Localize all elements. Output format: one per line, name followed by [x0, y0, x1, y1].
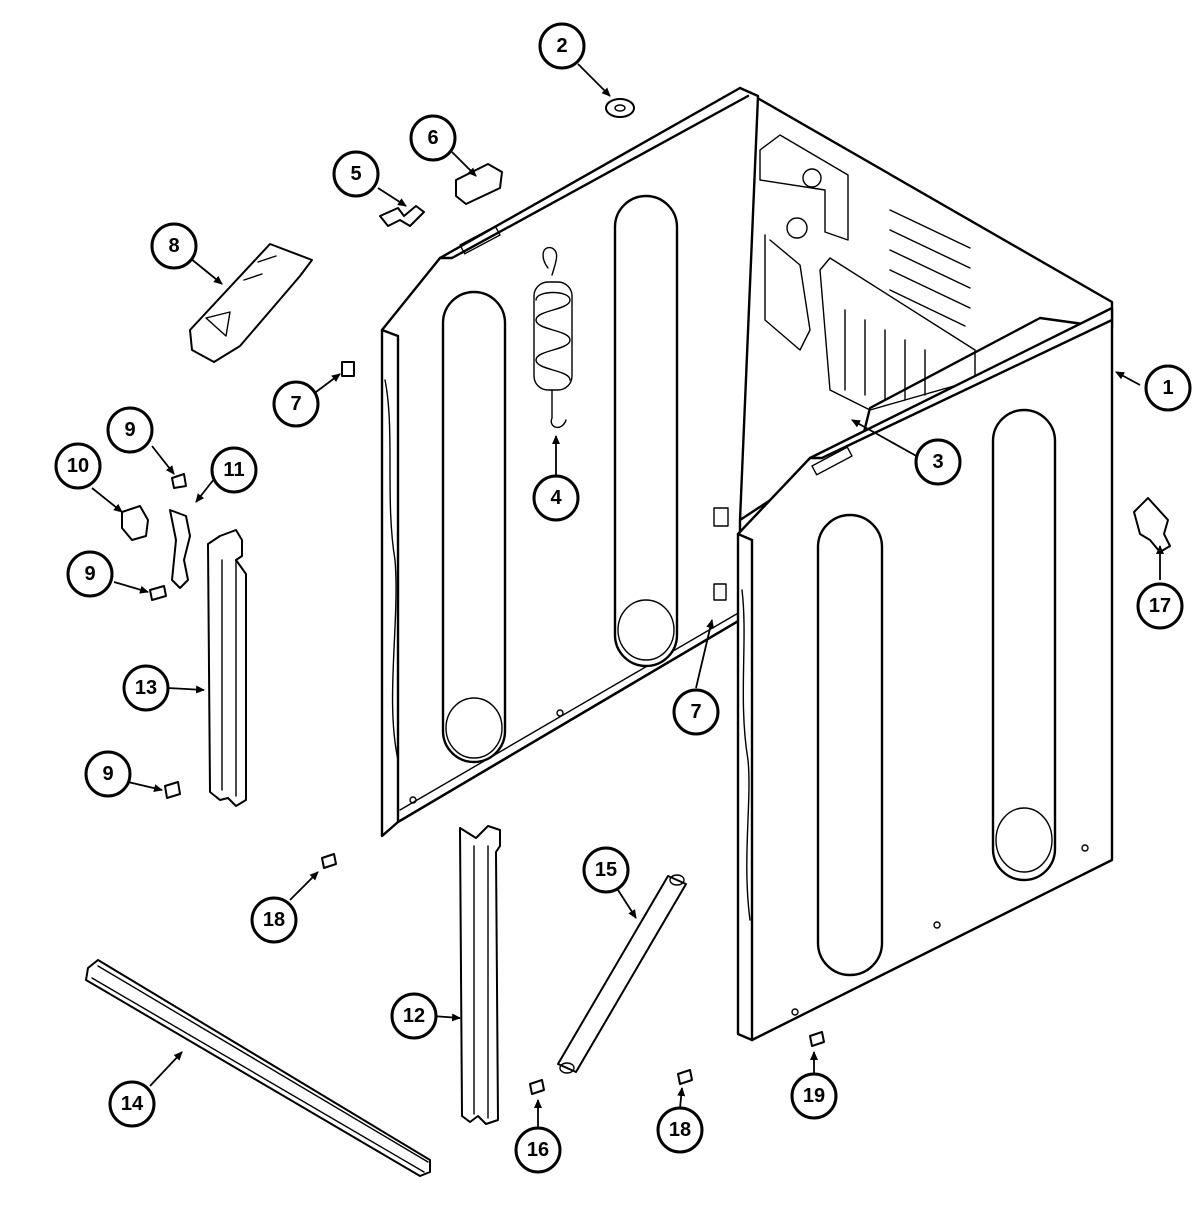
part-17-foot — [1133, 497, 1171, 553]
svg-text:9: 9 — [84, 563, 95, 585]
callout-1: 1 — [1144, 364, 1192, 412]
svg-text:12: 12 — [403, 1005, 425, 1027]
back-bracket — [759, 134, 849, 241]
callout-18-bottom: 18 — [656, 1106, 704, 1154]
leader-lines — [91, 63, 1164, 1130]
callout-12: 12 — [390, 992, 438, 1040]
part-9-screw-top — [171, 473, 187, 489]
part-19-screw — [809, 1031, 825, 1047]
svg-text:7: 7 — [690, 701, 701, 723]
svg-text:6: 6 — [427, 127, 438, 149]
part-18-screw-top — [321, 853, 337, 869]
svg-text:15: 15 — [595, 859, 617, 881]
part-12-rail — [459, 825, 501, 1125]
part-6-bracket — [455, 163, 503, 205]
callout-13: 13 — [122, 664, 170, 712]
callout-19: 19 — [790, 1072, 838, 1120]
part-9-screw-bottom — [164, 781, 181, 799]
callout-9-mid: 9 — [66, 550, 114, 598]
cabinet-back-panel — [738, 86, 1114, 522]
part-14-rail — [85, 959, 431, 1177]
right-panel-slot-1 — [816, 513, 884, 977]
callout-15: 15 — [582, 846, 630, 894]
callout-2: 2 — [538, 22, 586, 70]
svg-text:18: 18 — [263, 909, 285, 931]
part-9-screw-mid — [149, 585, 167, 601]
callout-10: 10 — [54, 442, 102, 490]
callout-9-top: 9 — [106, 406, 154, 454]
part-4-spring — [533, 246, 573, 428]
svg-text:16: 16 — [527, 1139, 549, 1161]
callout-5: 5 — [332, 150, 380, 198]
svg-text:5: 5 — [350, 163, 361, 185]
part-2-nut — [605, 98, 635, 118]
svg-text:9: 9 — [124, 419, 135, 441]
right-panel-slot-2 — [991, 408, 1057, 882]
callout-18-top: 18 — [250, 896, 298, 944]
svg-text:19: 19 — [803, 1085, 825, 1107]
callout-7a: 7 — [272, 380, 320, 428]
svg-text:11: 11 — [223, 459, 244, 481]
svg-text:9: 9 — [102, 763, 113, 785]
svg-text:2: 2 — [556, 35, 567, 57]
callout-4: 4 — [532, 474, 580, 522]
svg-text:13: 13 — [135, 677, 157, 699]
callout-17: 17 — [1136, 582, 1184, 630]
callout-8: 8 — [150, 222, 198, 270]
part-16-screw — [529, 1079, 545, 1095]
svg-text:14: 14 — [121, 1093, 144, 1115]
svg-text:4: 4 — [550, 487, 562, 509]
svg-text:7: 7 — [290, 393, 301, 415]
callouts: 1 2 3 4 5 6 7 7 8 9 9 9 10 11 12 13 14 1… — [54, 22, 1192, 1174]
back-vents — [889, 209, 971, 327]
right-panel-vent-hole — [995, 807, 1053, 873]
part-8-mount-plate — [189, 243, 313, 363]
cabinet — [380, 86, 1114, 1042]
part-13-rail — [207, 529, 247, 807]
back-port — [786, 217, 808, 239]
part-18-screw-bottom — [677, 1069, 693, 1085]
callout-9-bottom: 9 — [84, 750, 132, 798]
part-15-brace — [557, 875, 687, 1073]
callout-14: 14 — [108, 1080, 156, 1128]
svg-text:8: 8 — [168, 235, 179, 257]
part-10-clip — [121, 505, 149, 541]
callout-3: 3 — [914, 438, 962, 486]
svg-text:10: 10 — [67, 455, 89, 477]
part-7-clip-top — [341, 361, 355, 377]
left-panel-slot-2 — [613, 194, 679, 668]
callout-16: 16 — [514, 1126, 562, 1174]
svg-text:1: 1 — [1162, 377, 1173, 399]
part-5-clip — [379, 205, 425, 227]
left-panel-vent-hole — [617, 599, 675, 661]
callout-7b: 7 — [672, 688, 720, 736]
svg-text:17: 17 — [1149, 595, 1171, 617]
callout-6: 6 — [409, 114, 457, 162]
part-11-bracket — [169, 509, 191, 589]
svg-text:3: 3 — [932, 451, 943, 473]
callout-11: 11 — [210, 446, 258, 494]
back-bracket-hole — [802, 168, 822, 188]
left-panel-slot-1 — [441, 290, 507, 764]
svg-text:18: 18 — [669, 1119, 691, 1141]
